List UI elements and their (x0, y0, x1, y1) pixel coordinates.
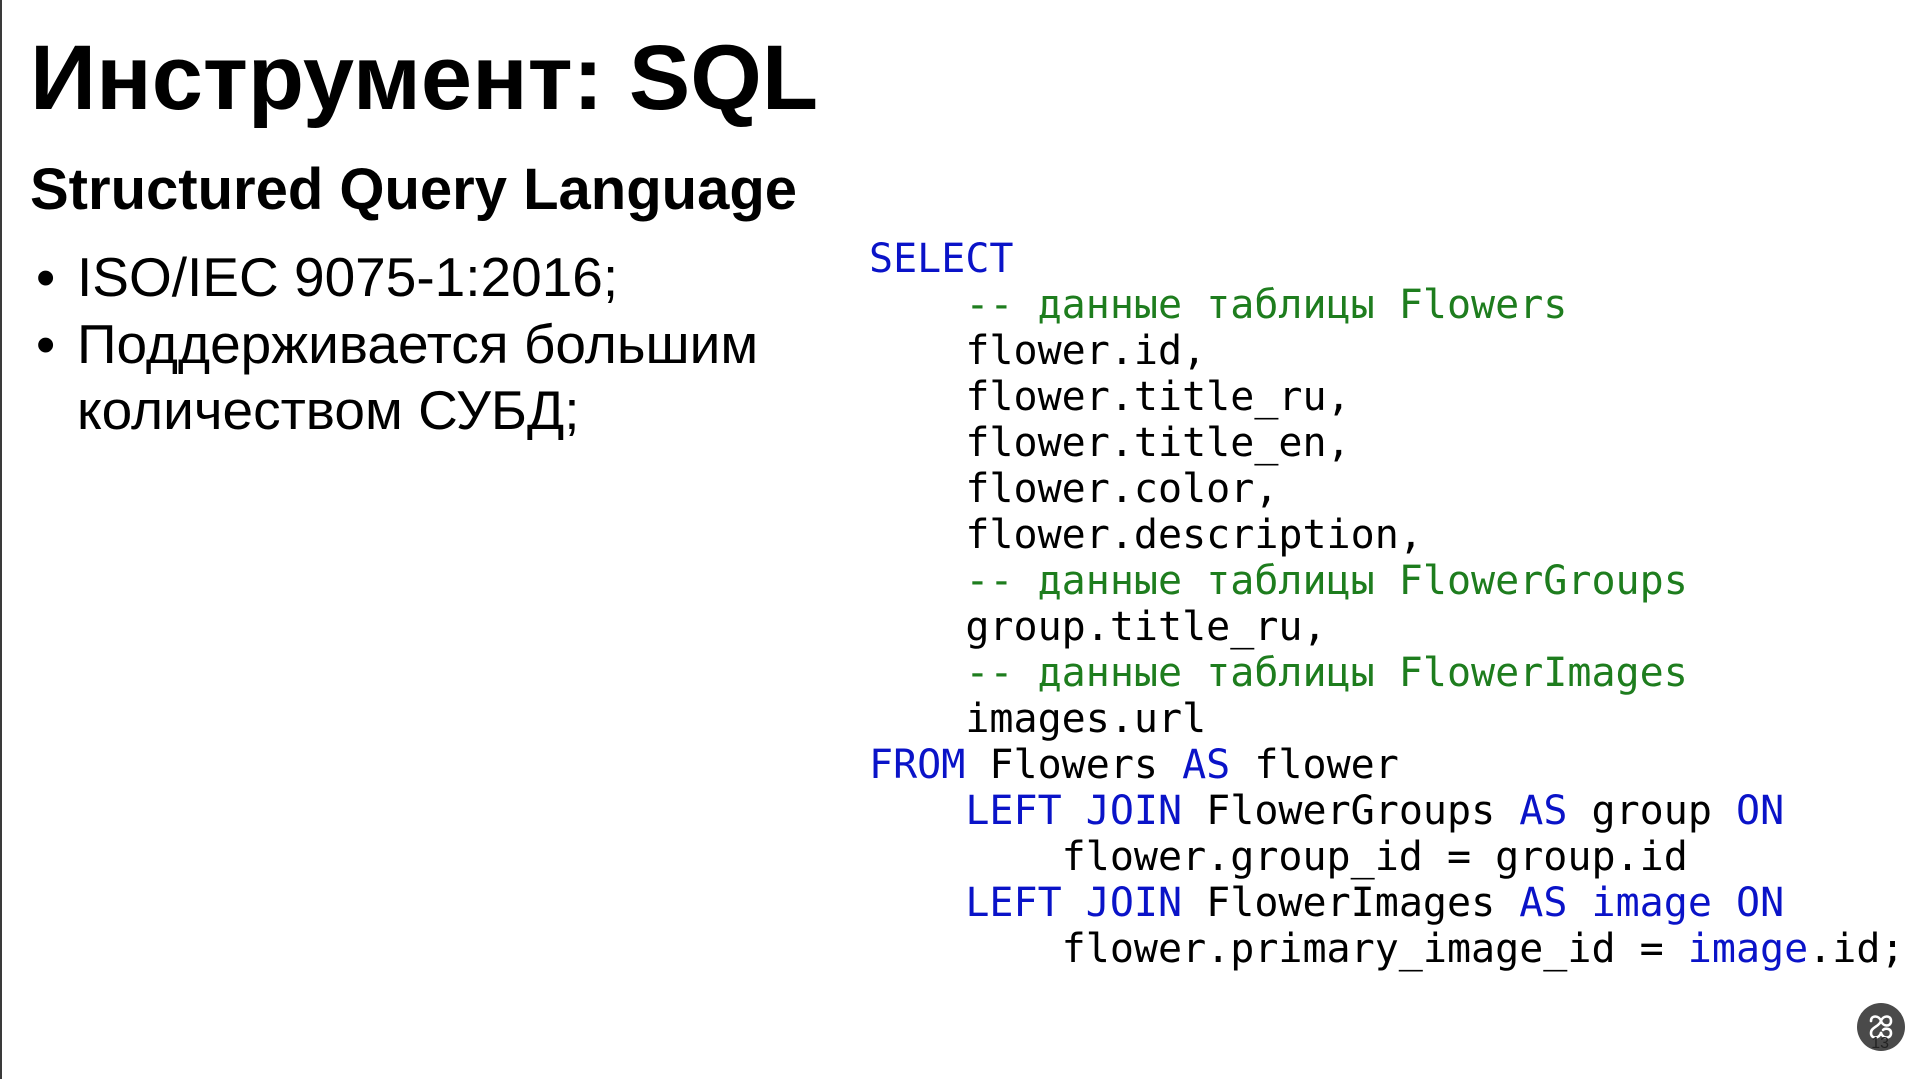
code-keyword: AS (1182, 742, 1231, 788)
bullet-dot: • (36, 246, 56, 308)
bullet-item: • ISO/IEC 9075-1:2016; (30, 244, 758, 310)
code-line: LEFT JOIN FlowerImages AS image ON (869, 880, 1905, 926)
code-line: -- данные таблицы FlowerImages (869, 650, 1905, 696)
code-text: group (1567, 788, 1736, 834)
bullet-list: • ISO/IEC 9075-1:2016; • Поддерживается бол… (30, 244, 758, 444)
code-text: Flowers (965, 742, 1183, 788)
code-keyword: LEFT JOIN (965, 880, 1183, 926)
code-line: flower.title_en, (869, 420, 1905, 466)
left-edge-border (0, 0, 2, 1079)
code-text: FlowerGroups (1182, 788, 1520, 834)
code-text: flower.color, (869, 466, 1279, 512)
code-text (869, 558, 965, 604)
code-line: flower.title_ru, (869, 374, 1905, 420)
code-line: images.url (869, 696, 1905, 742)
code-line: -- данные таблицы Flowers (869, 282, 1905, 328)
bullet-dot: • (36, 313, 56, 375)
code-keyword: LEFT JOIN (965, 788, 1183, 834)
code-text (1712, 880, 1736, 926)
code-text: flower.primary_image_id = (869, 926, 1688, 972)
bullet-text: количеством СУБД; (77, 379, 580, 441)
code-line: LEFT JOIN FlowerGroups AS group ON (869, 788, 1905, 834)
code-line: SELECT (869, 236, 1905, 282)
code-line: flower.id, (869, 328, 1905, 374)
bullet-text: ISO/IEC 9075-1:2016; (77, 246, 619, 308)
page-number: 13 (1871, 1035, 1889, 1052)
code-keyword: ON (1735, 788, 1785, 834)
code-text (869, 650, 965, 696)
code-keyword: FROM (869, 742, 966, 788)
logo-knot-icon[interactable] (1857, 1003, 1905, 1051)
code-keyword: ON (1736, 880, 1785, 926)
code-text (869, 282, 965, 328)
code-keyword: image (1687, 926, 1809, 972)
code-text: flower.description, (869, 512, 1423, 558)
code-line: group.title_ru, (869, 604, 1905, 650)
code-text: images.url (869, 696, 1207, 742)
code-keyword: AS (1519, 880, 1568, 926)
slide-title: Инструмент: SQL (30, 27, 819, 129)
code-keyword: image (1591, 880, 1712, 926)
bullet-text: Поддерживается большим (77, 313, 759, 375)
code-keyword: SELECT (869, 236, 1014, 282)
code-text: group.title_ru, (869, 604, 1327, 650)
code-text: .id; (1808, 926, 1905, 972)
code-line: flower.group_id = group.id (869, 834, 1905, 880)
code-text: flower.id, (869, 328, 1207, 374)
code-text: flower.title_ru, (869, 374, 1351, 420)
slide-subtitle: Structured Query Language (30, 157, 798, 222)
logo-knot-icon-svg (1869, 1015, 1893, 1039)
sql-code-block: SELECT -- данные таблицы Flowers flower.… (869, 236, 1905, 972)
code-comment: -- данные таблицы FlowerImages (965, 650, 1688, 696)
code-text: flower.group_id = group.id (869, 834, 1688, 880)
code-line: flower.description, (869, 512, 1905, 558)
code-text: flower (1230, 742, 1399, 788)
code-line: flower.primary_image_id = image.id; (869, 926, 1905, 972)
code-comment: -- данные таблицы Flowers (965, 282, 1568, 328)
code-text (869, 788, 965, 834)
code-text: flower.title_en, (869, 420, 1351, 466)
code-line: -- данные таблицы FlowerGroups (869, 558, 1905, 604)
code-line: flower.color, (869, 466, 1905, 512)
code-line: FROM Flowers AS flower (869, 742, 1905, 788)
code-text (869, 880, 965, 926)
code-text: FlowerImages (1182, 880, 1520, 926)
code-comment: -- данные таблицы FlowerGroups (965, 558, 1688, 604)
code-text (1567, 880, 1591, 926)
code-keyword: AS (1519, 788, 1568, 834)
